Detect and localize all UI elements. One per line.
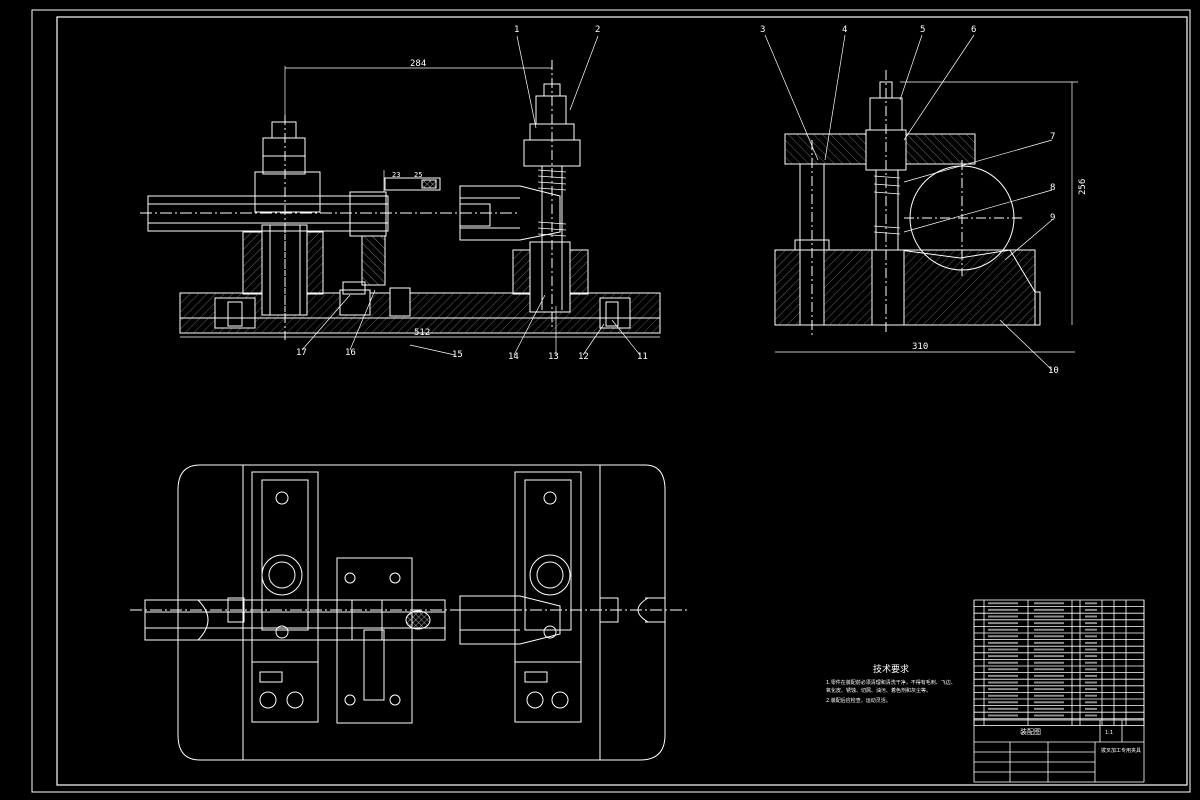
tech-req-line-3: 2.装配后应检查，运动灵活。 <box>826 698 891 704</box>
tech-req-title: 技术要求 <box>873 665 910 675</box>
inner-border <box>56 16 1188 786</box>
balloon-13: 13 <box>548 352 559 362</box>
balloon-16: 16 <box>345 348 356 358</box>
balloon-9: 9 <box>1050 213 1056 223</box>
balloon-12: 12 <box>578 352 589 362</box>
balloon-10: 10 <box>1048 366 1059 376</box>
title-block-drawing-title: 装配图 <box>1020 728 1041 736</box>
dim-256: 256 <box>1078 178 1088 195</box>
dim-23: 23 <box>392 171 401 179</box>
balloon-8: 8 <box>1050 183 1056 193</box>
tech-req-line-1: 1.零件在装配前必须清理和清洗干净，不得有毛刺、飞边、 <box>826 680 956 686</box>
balloon-1: 1 <box>514 25 520 35</box>
balloon-17: 17 <box>296 348 307 358</box>
balloon-14: 14 <box>508 352 519 362</box>
parts-list-table <box>973 599 1145 726</box>
front-view <box>140 35 661 356</box>
dim-284: 284 <box>410 59 427 69</box>
tech-req-line-2: 氧化皮、锈蚀、切屑、油污、着色剂和灰尘等。 <box>826 688 932 694</box>
title-block <box>973 719 1145 783</box>
balloon-15: 15 <box>452 350 463 360</box>
title-block-designation: 拨叉加工专用夹具 <box>1101 748 1142 754</box>
balloon-2: 2 <box>595 25 601 35</box>
dim-512: 512 <box>414 328 431 338</box>
balloon-5: 5 <box>920 25 926 35</box>
balloon-6: 6 <box>971 25 977 35</box>
top-view <box>130 464 690 761</box>
side-view <box>764 34 1078 371</box>
dim-310: 310 <box>912 342 929 352</box>
title-block-scale: 1:1 <box>1105 730 1114 736</box>
balloon-7: 7 <box>1050 132 1056 142</box>
dim-25: 25 <box>414 171 423 179</box>
balloon-11: 11 <box>637 352 648 362</box>
outer-border <box>31 9 1191 793</box>
balloon-3: 3 <box>760 25 766 35</box>
balloon-4: 4 <box>842 25 848 35</box>
